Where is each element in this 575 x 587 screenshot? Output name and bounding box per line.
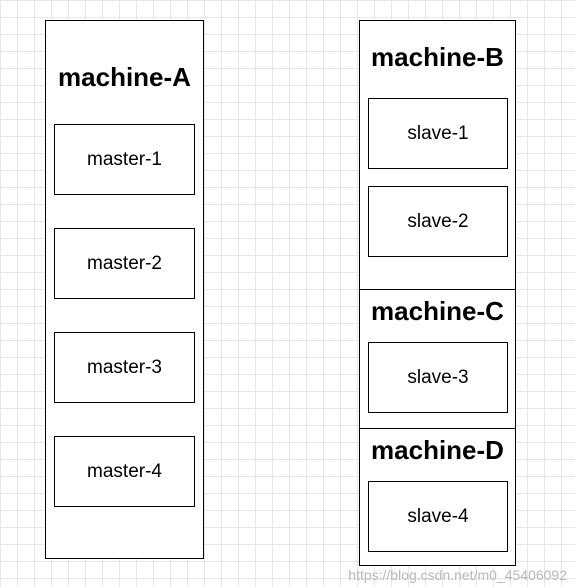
machine-d-title: machine-D: [371, 435, 504, 465]
machine-b-box: machine-B slave-1 slave-2: [359, 20, 516, 291]
master-2-node: master-2: [54, 228, 195, 299]
machine-c-title: machine-C: [371, 296, 504, 326]
machine-d-box: machine-D slave-4: [359, 428, 516, 566]
machine-b-title: machine-B: [371, 42, 504, 72]
machine-a-title: machine-A: [58, 62, 191, 92]
slave-1-node: slave-1: [368, 98, 508, 169]
machine-c-box: machine-C slave-3: [359, 289, 516, 430]
machine-a-box: machine-A master-1 master-2 master-3 mas…: [45, 20, 204, 559]
slave-3-node: slave-3: [368, 342, 508, 413]
master-1-node: master-1: [54, 124, 195, 195]
watermark-text: https://blog.csdn.net/m0_45406092: [348, 567, 567, 583]
slave-2-node: slave-2: [368, 186, 508, 257]
master-3-node: master-3: [54, 332, 195, 403]
master-4-node: master-4: [54, 436, 195, 507]
slave-4-node: slave-4: [368, 481, 508, 552]
